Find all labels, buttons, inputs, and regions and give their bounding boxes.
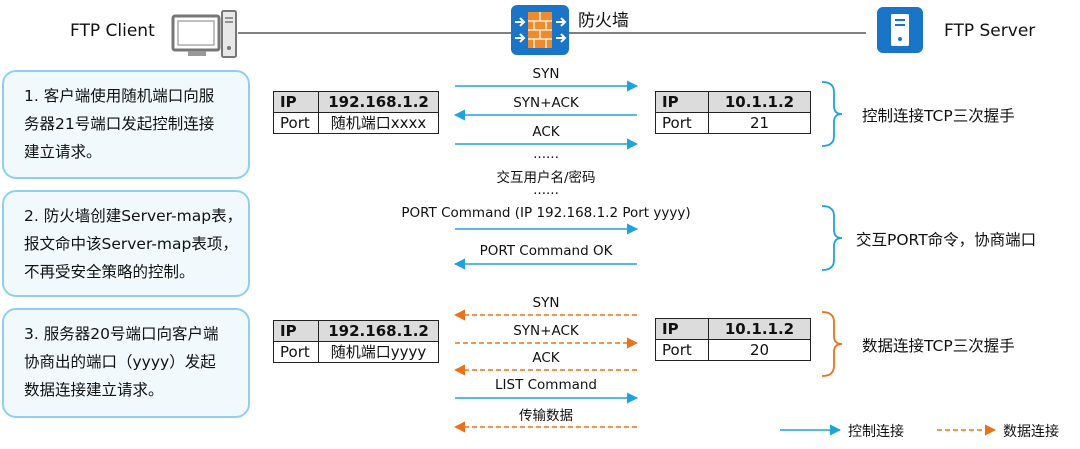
step-1-box: 1. 客户端使用随机端口向服 务器21号端口发起控制连接 建立请求。: [2, 70, 250, 179]
port-value: 随机端口xxxx: [318, 112, 439, 134]
legend-control-label: 控制连接: [848, 424, 904, 440]
msg-syn-1: SYN: [532, 66, 560, 82]
computer-icon: [171, 10, 237, 58]
msg-syn-2: SYN: [532, 295, 560, 311]
msg-dots-2: ......: [533, 182, 559, 198]
step-1-line-3: 建立请求。: [24, 143, 102, 161]
legend-data-label: 数据连接: [1003, 424, 1059, 440]
port-key: Port: [272, 112, 320, 134]
server-icon: [877, 7, 923, 53]
ip-value: 192.168.1.2: [318, 91, 439, 113]
brace-control: [821, 81, 843, 147]
note-control: 控制连接TCP三次握手: [862, 107, 1015, 125]
port-value: 21: [707, 112, 812, 134]
step-2-line-3: 不再受安全策略的控制。: [24, 263, 195, 281]
step-2-line-1: 2. 防火墙创建Server-map表，: [24, 207, 243, 225]
msg-auth: 交互用户名/密码: [496, 170, 596, 186]
port-value: 随机端口yyyy: [318, 341, 439, 363]
port-key: Port: [655, 112, 709, 134]
step-1-line-1: 1. 客户端使用随机端口向服: [24, 87, 215, 105]
ip-key: IP: [272, 91, 320, 113]
ip-key: IP: [655, 318, 709, 340]
firewall-icon: [511, 5, 569, 55]
note-port: 交互PORT命令，协商端口: [856, 231, 1037, 249]
client-title: FTP Client: [70, 21, 155, 41]
server-title: FTP Server: [944, 21, 1036, 41]
ip-key: IP: [272, 320, 320, 342]
msg-synack-2: SYN+ACK: [513, 323, 579, 339]
step-2-box: 2. 防火墙创建Server-map表， 报文命中该Server-map表项， …: [2, 190, 250, 297]
step-3-line-3: 数据连接建立请求。: [24, 381, 164, 399]
firewall-title: 防火墙: [578, 11, 629, 31]
msg-ack-1: ACK: [532, 124, 560, 140]
ip-value: 10.1.1.2: [707, 91, 812, 113]
msg-list: LIST Command: [495, 377, 597, 393]
port-key: Port: [272, 341, 320, 363]
note-data: 数据连接TCP三次握手: [862, 337, 1015, 355]
step-1-line-2: 务器21号端口发起控制连接: [24, 115, 215, 133]
ip-value: 10.1.1.2: [707, 318, 812, 340]
msg-dots-1: ......: [533, 146, 559, 162]
msg-port-command: PORT Command (IP 192.168.1.2 Port yyyy): [401, 205, 691, 221]
port-key: Port: [655, 339, 709, 361]
ip-key: IP: [655, 91, 709, 113]
brace-port: [821, 205, 843, 271]
brace-data: [821, 311, 843, 377]
step-3-line-2: 协商出的端口（yyyy）发起: [24, 353, 216, 371]
step-2-line-2: 报文命中该Server-map表项，: [24, 235, 238, 253]
msg-synack-1: SYN+ACK: [513, 95, 579, 111]
port-value: 20: [707, 339, 812, 361]
step-3-box: 3. 服务器20号端口向客户端 协商出的端口（yyyy）发起 数据连接建立请求。: [2, 308, 250, 418]
msg-port-ok: PORT Command OK: [479, 243, 613, 259]
ip-value: 192.168.1.2: [318, 320, 439, 342]
step-3-line-1: 3. 服务器20号端口向客户端: [24, 325, 219, 343]
msg-ack-2: ACK: [532, 350, 560, 366]
msg-transfer: 传输数据: [519, 408, 573, 424]
